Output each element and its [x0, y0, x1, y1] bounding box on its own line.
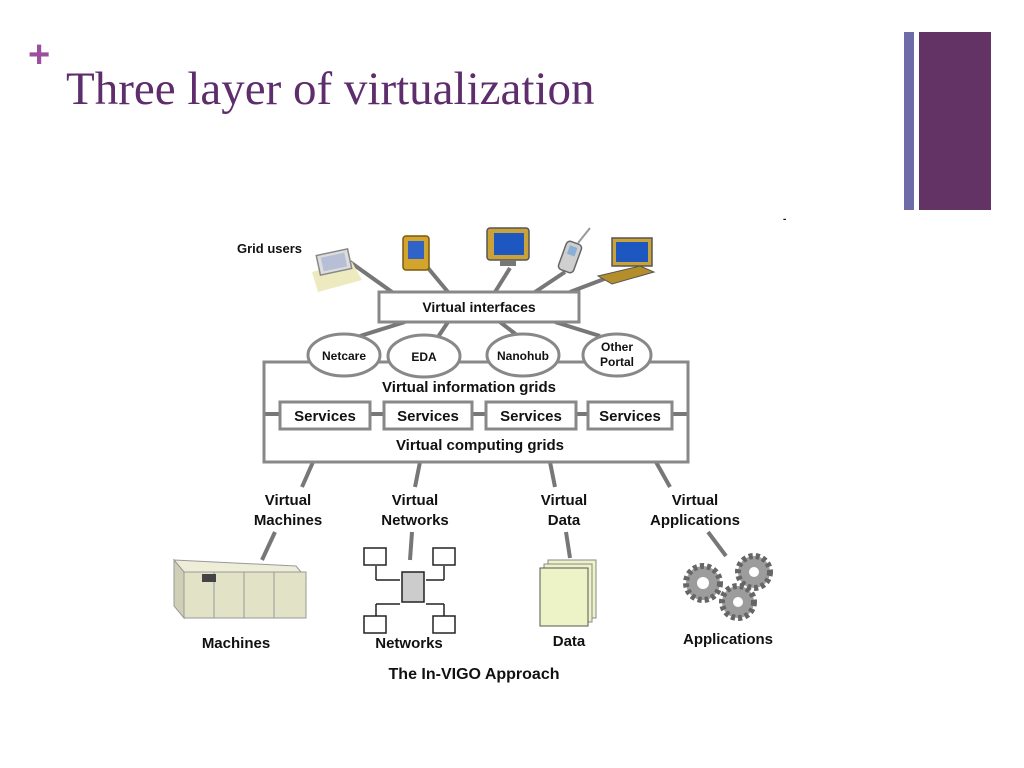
- stray-mark: -: [783, 214, 786, 225]
- services-box-1: [278, 400, 372, 431]
- services-label-2: Services: [397, 408, 459, 425]
- services-box-4: [586, 400, 674, 431]
- virtual-data-label-1: Virtual: [541, 492, 587, 509]
- virtual-applications-label-1: Virtual: [672, 492, 718, 509]
- machines-label: Machines: [202, 635, 270, 652]
- portal-eda-label: EDA: [411, 350, 437, 364]
- portal-nanohub-label: Nanohub: [497, 349, 549, 363]
- portal-other-label-2: Portal: [600, 355, 634, 369]
- grid-container: [262, 360, 690, 464]
- virtual-interfaces-box: [377, 290, 581, 324]
- services-box-2: [382, 400, 474, 431]
- networks-label: Networks: [375, 635, 443, 652]
- decorative-bar-thin: [904, 32, 914, 210]
- services-label-1: Services: [294, 408, 356, 425]
- pda-icon: [402, 235, 430, 271]
- networks-icon: [363, 547, 456, 634]
- portal-other-label-1: Other: [601, 340, 633, 354]
- virtual-networks-label-2: Networks: [381, 512, 449, 529]
- virtual-networks-label-1: Virtual: [392, 492, 438, 509]
- services-label-4: Services: [599, 408, 661, 425]
- virtual-interfaces-label: Virtual interfaces: [422, 299, 536, 315]
- notebook-icon: [596, 237, 656, 285]
- virtual-applications-label-2: Applications: [650, 512, 740, 529]
- laptop-icon: [312, 248, 362, 292]
- plus-bullet: +: [28, 34, 51, 76]
- virtual-machines-label-2: Machines: [254, 512, 322, 529]
- connector-lines: [260, 260, 728, 561]
- diagram-caption: The In-VIGO Approach: [389, 666, 560, 683]
- data-label: Data: [553, 633, 586, 650]
- services-box-3: [484, 400, 578, 431]
- portal-other: [581, 332, 653, 378]
- decorative-bar-wide: [919, 32, 991, 210]
- portal-nanohub: [485, 332, 561, 378]
- portal-netcare: [306, 332, 382, 378]
- slide-title: Three layer of virtualization: [66, 63, 595, 115]
- mobile-phone-icon: [557, 227, 591, 274]
- applications-label: Applications: [683, 631, 773, 648]
- grid-users-label: Grid users: [237, 241, 302, 256]
- virtual-computing-grids-label: Virtual computing grids: [396, 437, 564, 454]
- virtual-data-label-2: Data: [548, 512, 581, 529]
- virtual-information-grids-label: Virtual information grids: [382, 379, 556, 396]
- monitor-icon: [486, 227, 530, 266]
- portal-netcare-label: Netcare: [322, 349, 366, 363]
- machines-icon: [172, 558, 308, 620]
- virtual-machines-label-1: Virtual: [265, 492, 311, 509]
- data-icon: [539, 559, 597, 627]
- portal-eda: [386, 333, 462, 379]
- services-label-3: Services: [500, 408, 562, 425]
- applications-gears-icon: [683, 553, 773, 621]
